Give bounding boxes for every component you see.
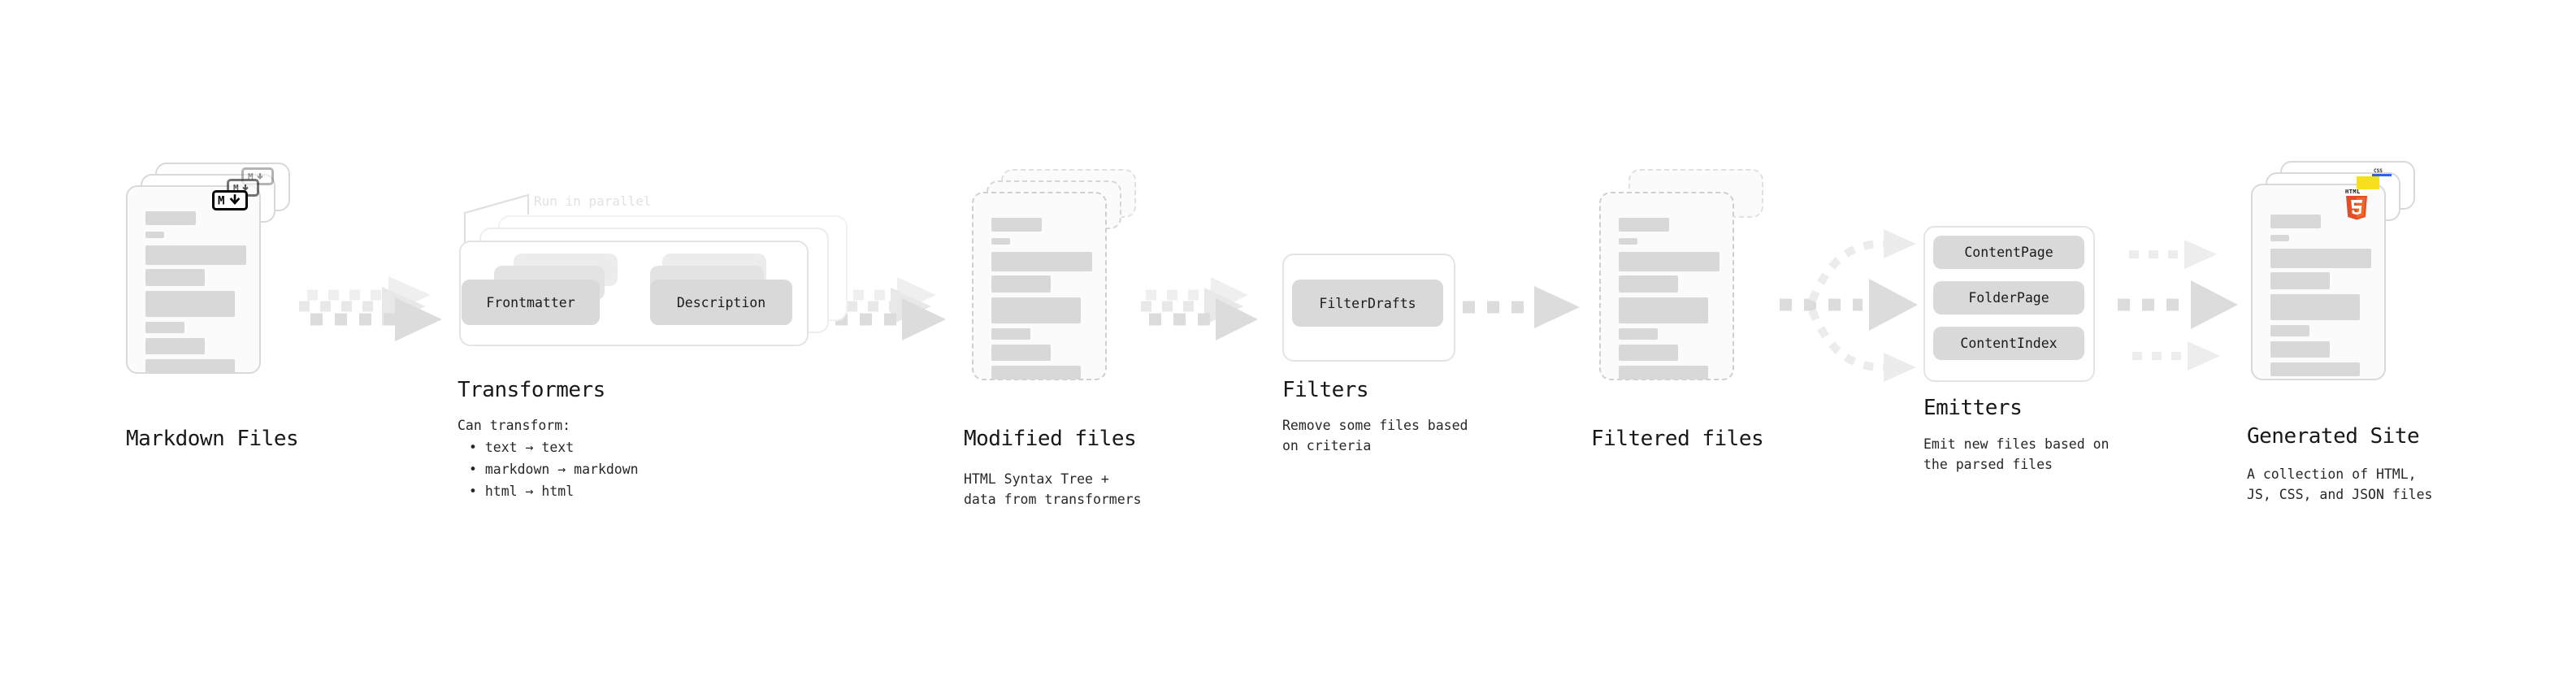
skeleton-bar — [991, 328, 1030, 340]
filters-title: Filters — [1282, 378, 1369, 402]
svg-text:M: M — [248, 171, 254, 181]
filters-subtitle-l2: on criteria — [1282, 438, 1372, 453]
skeleton-bar — [145, 359, 235, 373]
arrow-markdown-to-transformers — [299, 276, 442, 341]
skeleton-bar — [1619, 366, 1708, 380]
arrow-emitters-to-site — [2118, 240, 2238, 371]
svg-text:M: M — [233, 183, 239, 193]
emitters-title: Emitters — [1923, 396, 2023, 420]
modified-card-front — [972, 192, 1107, 380]
skeleton-bar — [991, 252, 1092, 271]
folder-page-pill[interactable]: FolderPage — [1933, 281, 2084, 314]
emitters-subtitle-l2: the parsed files — [1923, 457, 2053, 472]
skeleton-bar — [1619, 328, 1658, 340]
skeleton-bar — [991, 238, 1010, 245]
generated-site-subtitle-l1: A collection of HTML, — [2247, 466, 2417, 482]
arrow-filters-to-filtered — [1463, 286, 1580, 328]
content-index-pill[interactable]: ContentIndex — [1933, 327, 2084, 360]
markdown-files-title: Markdown Files — [126, 427, 299, 451]
skeleton-bar — [991, 345, 1051, 361]
frontmatter-label: Frontmatter — [486, 294, 575, 310]
filter-drafts-label: FilterDrafts — [1319, 295, 1416, 311]
skeleton-bar — [1619, 275, 1678, 293]
arrow-filtered-to-emitters — [1780, 229, 1918, 382]
markdown-icon: M — [212, 190, 248, 210]
content-page-label: ContentPage — [1964, 245, 2053, 260]
skeleton-bar — [145, 322, 184, 333]
skeleton-bar — [991, 218, 1042, 232]
js-icon — [2357, 176, 2379, 189]
run-in-parallel-annotation: Run in parallel — [534, 193, 652, 209]
skeleton-bar — [1619, 218, 1669, 232]
transformers-subtitle-heading: Can transform: — [458, 418, 571, 433]
transformers-title: Transformers — [458, 378, 605, 402]
filtered-card-front — [1599, 192, 1734, 380]
markdown-card-front — [126, 185, 261, 374]
svg-text:HTML: HTML — [2345, 189, 2361, 195]
skeleton-bar — [991, 366, 1081, 380]
svg-text:M: M — [218, 195, 224, 207]
skeleton-bar — [991, 275, 1051, 293]
filters-subtitle-l1: Remove some files based — [1282, 418, 1468, 433]
skeleton-bar — [2270, 272, 2330, 289]
html5-icon: HTML — [2343, 187, 2370, 221]
skeleton-bar — [1619, 252, 1720, 271]
modified-files-subtitle-l2: data from transformers — [964, 492, 1142, 507]
css-icon: CSS — [2370, 165, 2393, 176]
generated-site-title: Generated Site — [2247, 424, 2420, 449]
content-index-label: ContentIndex — [1960, 336, 2058, 351]
skeleton-bar — [2270, 325, 2309, 336]
skeleton-bar — [145, 291, 235, 317]
skeleton-bar — [991, 297, 1081, 323]
description-pill[interactable]: Description — [650, 280, 792, 325]
skeleton-bar — [145, 211, 196, 225]
frontmatter-pill[interactable]: Frontmatter — [462, 280, 600, 325]
modified-files-title: Modified files — [964, 427, 1137, 451]
skeleton-bar — [2270, 294, 2360, 320]
modified-files-subtitle-l1: HTML Syntax Tree + — [964, 471, 1109, 487]
skeleton-bar — [2270, 215, 2321, 228]
skeleton-bar — [2270, 235, 2289, 241]
generated-site-subtitle-l2: JS, CSS, and JSON files — [2247, 487, 2433, 502]
skeleton-bar — [145, 269, 205, 286]
transformers-rule-3: • html → html — [469, 484, 575, 499]
filtered-files-title: Filtered files — [1591, 427, 1764, 451]
svg-text:CSS: CSS — [2374, 168, 2383, 174]
skeleton-bar — [145, 338, 205, 354]
arrow-modified-to-filters — [1141, 277, 1258, 340]
description-label: Description — [676, 294, 766, 310]
filter-drafts-pill[interactable]: FilterDrafts — [1292, 280, 1443, 327]
skeleton-bar — [1619, 238, 1637, 245]
skeleton-bar — [145, 232, 164, 238]
skeleton-bar — [2270, 362, 2360, 376]
transformers-rule-2: • markdown → markdown — [469, 462, 639, 477]
content-page-pill[interactable]: ContentPage — [1933, 236, 2084, 269]
skeleton-bar — [145, 245, 246, 265]
emitters-subtitle-l1: Emit new files based on — [1923, 436, 2110, 452]
skeleton-bar — [2270, 249, 2371, 268]
folder-page-label: FolderPage — [1968, 290, 2049, 306]
skeleton-bar — [2270, 341, 2330, 358]
transformers-rule-1: • text → text — [469, 440, 575, 455]
skeleton-bar — [1619, 297, 1708, 323]
skeleton-bar — [1619, 345, 1678, 361]
